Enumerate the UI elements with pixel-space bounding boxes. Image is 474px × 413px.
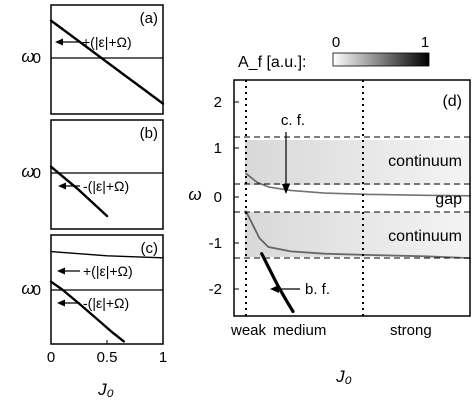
panel-a-ytick-label: 0 bbox=[33, 50, 41, 67]
panel-c-ytick-label: 0 bbox=[33, 282, 41, 299]
panel-b-arrowhead bbox=[58, 182, 66, 190]
panel-a-curves bbox=[49, 19, 165, 105]
panel-a-ylabel: ω bbox=[21, 47, 34, 66]
curve-c-1 bbox=[49, 280, 125, 343]
panel-c-label: (c) bbox=[141, 240, 159, 257]
left-x-axis: 0 0.5 1 J₀ bbox=[47, 340, 167, 399]
region-label-continuum-lower: continuum bbox=[388, 228, 462, 245]
left-xlabel: J₀ bbox=[97, 380, 114, 399]
panel-a-arrowhead bbox=[55, 38, 63, 46]
panel-d-label: (d) bbox=[442, 93, 462, 110]
ytick-label-0: 0 bbox=[214, 189, 222, 206]
curve-a-0 bbox=[49, 19, 165, 105]
panel-c-arrowhead-upper bbox=[57, 267, 65, 275]
panel-c: 0 (c) +(|ε|+Ω) -(|ε|+Ω) ω bbox=[21, 234, 164, 345]
panel-c-curves bbox=[49, 250, 164, 343]
ytick-label-1: 1 bbox=[214, 140, 222, 157]
curve-d-2 bbox=[260, 252, 295, 314]
panel-d: A_f [a.u.]: 0 1 2 1 0 -1 bbox=[188, 34, 471, 386]
regime-label-weak: weak bbox=[230, 322, 267, 339]
panel-d-y-axis: 2 1 0 -1 -2 ω bbox=[188, 94, 239, 298]
left-xtick-label-05: 0.5 bbox=[97, 349, 118, 366]
panel-b-ylabel: ω bbox=[21, 162, 34, 181]
ytick-label-m1: -1 bbox=[209, 235, 222, 252]
curve-b-0 bbox=[49, 165, 109, 218]
colorbar-min-label: 0 bbox=[332, 34, 340, 51]
left-xtick-label-1: 1 bbox=[159, 349, 167, 366]
panel-d-xlabel: J₀ bbox=[335, 367, 352, 386]
panel-c-arrowhead-lower bbox=[57, 299, 65, 307]
curve-c-0 bbox=[50, 250, 164, 259]
cf-annotation: c. f. bbox=[281, 112, 305, 129]
panel-d-ylabel: ω bbox=[188, 185, 201, 204]
panel-a-annotation: +(|ε|+Ω) bbox=[82, 34, 132, 50]
continuum-band-upper bbox=[245, 140, 470, 185]
panel-d-frame bbox=[233, 79, 471, 317]
colorbar: A_f [a.u.]: 0 1 bbox=[238, 34, 430, 71]
panel-a: 0 (a) +(|ε|+Ω) ω bbox=[21, 4, 165, 115]
colorbar-gradient bbox=[332, 52, 430, 67]
panel-b-annotation: -(|ε|+Ω) bbox=[83, 178, 129, 194]
cf-arrowhead bbox=[282, 184, 290, 194]
regime-label-medium: medium bbox=[273, 322, 326, 339]
panel-a-frame bbox=[50, 4, 164, 115]
bf-arrowhead bbox=[270, 285, 279, 293]
panel-b-curves bbox=[49, 165, 109, 218]
colorbar-label: A_f [a.u.]: bbox=[238, 54, 306, 71]
panel-c-annotation-lower: -(|ε|+Ω) bbox=[83, 295, 129, 311]
panel-b-ytick-label: 0 bbox=[33, 165, 41, 182]
bf-annotation: b. f. bbox=[305, 281, 330, 298]
panel-b: 0 (b) -(|ε|+Ω) ω bbox=[21, 119, 164, 230]
panel-c-annotation-upper: +(|ε|+Ω) bbox=[83, 263, 133, 279]
panel-c-ylabel: ω bbox=[21, 279, 34, 298]
panel-d-curves bbox=[245, 172, 471, 314]
regime-label-strong: strong bbox=[390, 322, 432, 339]
left-panels: 0 (a) +(|ε|+Ω) ω 0 (b) -(|ε|+Ω) ω 0 bbox=[21, 4, 167, 399]
left-xtick-label-0: 0 bbox=[47, 349, 55, 366]
region-label-continuum-upper: continuum bbox=[388, 153, 462, 170]
panel-b-frame bbox=[50, 119, 164, 230]
colorbar-max-label: 1 bbox=[421, 34, 429, 51]
region-label-gap: gap bbox=[435, 191, 462, 208]
ytick-label-m2: -2 bbox=[209, 281, 222, 298]
curve-d-1 bbox=[245, 210, 471, 259]
ytick-label-2: 2 bbox=[214, 94, 222, 111]
curve-d-0 bbox=[245, 172, 471, 197]
panel-b-label: (b) bbox=[140, 125, 158, 142]
panel-a-label: (a) bbox=[140, 10, 158, 27]
